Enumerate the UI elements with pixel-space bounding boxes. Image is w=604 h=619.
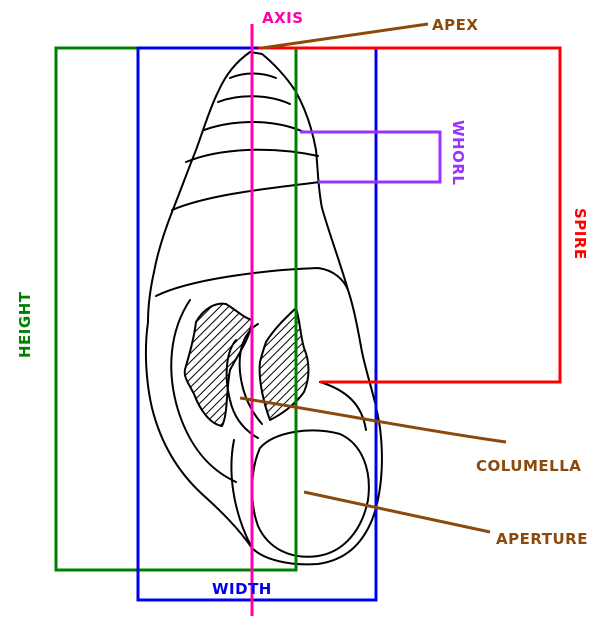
shell-outline [146, 52, 382, 564]
axis-label: AXIS [262, 9, 304, 27]
whorl-bracket [300, 132, 440, 182]
apex-leader [262, 24, 428, 48]
columella-label: COLUMELLA [476, 457, 581, 475]
aperture-leader [304, 492, 490, 532]
suture-line-5 [172, 182, 320, 210]
cutaway-left [185, 304, 252, 426]
outer-lip [320, 382, 366, 430]
suture-line-3 [204, 122, 304, 132]
shell-drawing [146, 52, 382, 564]
height-box [56, 48, 296, 570]
whorl-label: WHORL [449, 120, 467, 185]
suture-line-2 [218, 96, 290, 104]
height-label: HEIGHT [16, 291, 34, 358]
aperture-label: APERTURE [496, 530, 588, 548]
aperture-inner-lip [231, 440, 252, 548]
spire-label: SPIRE [571, 208, 589, 260]
spire-bracket [258, 48, 560, 382]
width-label: WIDTH [212, 580, 272, 598]
apex-label: APEX [432, 16, 478, 34]
